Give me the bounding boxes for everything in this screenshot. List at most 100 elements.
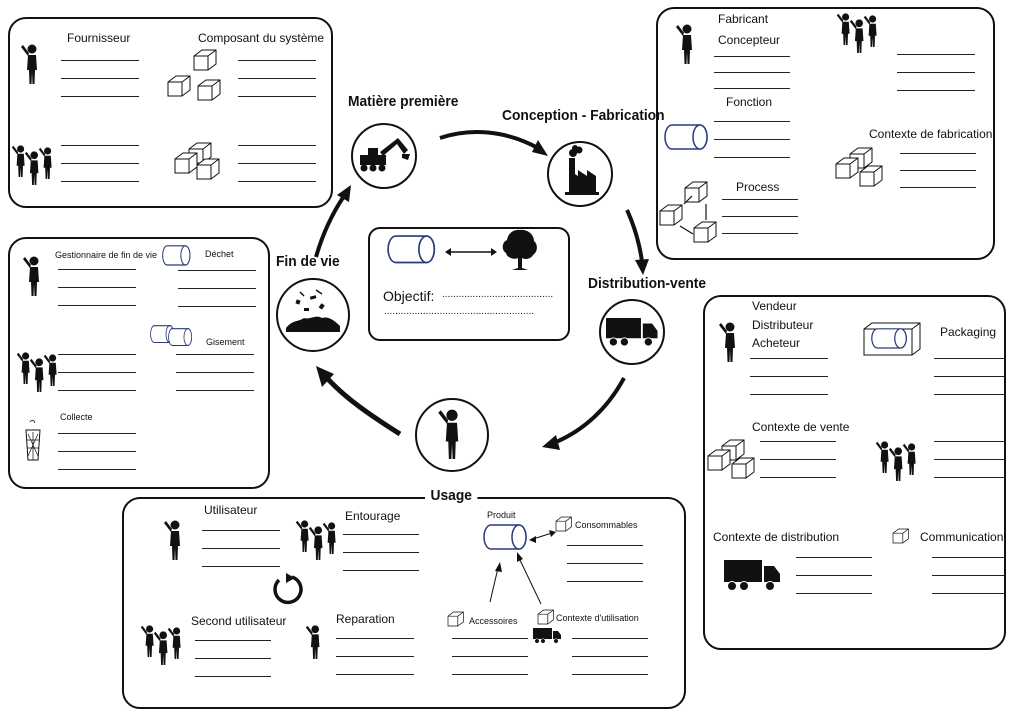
- blank-line: [336, 674, 414, 675]
- vendeur-label: Vendeur: [752, 299, 797, 313]
- blank-line: [238, 181, 316, 182]
- distributeur-label: Distributeur: [752, 318, 814, 332]
- blank-line: [178, 288, 256, 289]
- fonction-label: Fonction: [726, 95, 773, 109]
- concepteur-label: Concepteur: [718, 33, 781, 47]
- fabricant-label: Fabricant: [718, 12, 769, 26]
- trash-bin-icon: [25, 419, 41, 461]
- blank-line: [58, 372, 136, 373]
- blank-line: [900, 170, 976, 171]
- blank-line: [452, 674, 528, 675]
- blank-line: [58, 433, 136, 434]
- blank-line: [722, 216, 798, 217]
- blank-line: [452, 656, 528, 657]
- blank-line: [58, 269, 136, 270]
- blank-line: [58, 287, 136, 288]
- blank-line: [760, 477, 836, 478]
- tree-icon: [502, 229, 537, 270]
- blank-line: [58, 390, 136, 391]
- excavator-icon: [360, 138, 410, 172]
- blank-line: [567, 581, 643, 582]
- composant-label: Composant du système: [198, 31, 325, 45]
- blank-line: [202, 566, 280, 567]
- blank-line: [452, 638, 528, 639]
- blank-line: [238, 60, 316, 61]
- blank-line: [567, 545, 643, 546]
- blank-line: [900, 153, 976, 154]
- blank-line: [572, 674, 648, 675]
- acheteur-label: Acheteur: [752, 336, 801, 350]
- matiere-box: [8, 17, 333, 208]
- blank-line: [176, 390, 254, 391]
- packaging-box-icon: [863, 322, 921, 356]
- blank-line: [202, 530, 280, 531]
- packaging-label: Packaging: [940, 325, 997, 339]
- blank-line: [750, 376, 828, 377]
- blank-line: [572, 656, 648, 657]
- second-utilisateur-label: Second utilisateur: [191, 614, 287, 628]
- distribution-circle: [599, 299, 665, 365]
- double-arrow-icon: [445, 248, 497, 256]
- blank-line: [932, 557, 1004, 558]
- blank-line: [897, 90, 975, 91]
- fin-de-vie-circle: [276, 278, 350, 352]
- conception-label: Conception - Fabrication: [502, 107, 665, 124]
- blank-line: [178, 306, 256, 307]
- usage-circle: [415, 398, 489, 472]
- blank-line: [238, 163, 316, 164]
- utilisateur-label: Utilisateur: [204, 503, 258, 517]
- blank-line: [176, 372, 254, 373]
- contexte-fabrication-label: Contexte de fabrication: [869, 127, 993, 141]
- blank-line: [796, 557, 872, 558]
- usage-label: Usage: [425, 487, 478, 505]
- blank-line: [238, 145, 316, 146]
- conception-circle: [547, 141, 613, 207]
- produit-label: Produit: [487, 510, 516, 520]
- objectif-label: Objectif:: [383, 288, 435, 304]
- blank-line: [750, 358, 828, 359]
- reparation-label: Reparation: [336, 612, 395, 626]
- blank-line: [900, 187, 976, 188]
- blank-line: [932, 575, 1004, 576]
- blank-line: [796, 593, 872, 594]
- factory-icon: [565, 145, 599, 195]
- blank-line: [714, 157, 790, 158]
- blank-line: [176, 354, 254, 355]
- blank-line: [934, 441, 1004, 442]
- blank-line: [195, 658, 271, 659]
- blank-line: [714, 139, 790, 140]
- blank-line: [714, 72, 790, 73]
- blank-line: [178, 270, 256, 271]
- gisement-label: Gisement: [206, 337, 245, 347]
- usage-box: [122, 497, 686, 709]
- collecte-label: Collecte: [60, 412, 93, 422]
- blank-line: [760, 441, 836, 442]
- blank-line: [934, 477, 1004, 478]
- blank-line: [195, 676, 271, 677]
- blank-line: [61, 163, 139, 164]
- entourage-label: Entourage: [345, 509, 401, 523]
- blank-line: [61, 181, 139, 182]
- blank-line: [897, 54, 975, 55]
- blank-line: [61, 96, 139, 97]
- blank-line: [336, 656, 414, 657]
- blank-line: [932, 593, 1004, 594]
- fin-de-vie-label: Fin de vie: [276, 253, 340, 270]
- contexte-distribution-label: Contexte de distribution: [713, 530, 840, 544]
- dechet-label: Déchet: [205, 249, 234, 259]
- blank-line: [61, 60, 139, 61]
- blank-line: [202, 548, 280, 549]
- blank-line: [934, 394, 1004, 395]
- matiere-premiere-circle: [351, 123, 417, 189]
- blank-line: [714, 121, 790, 122]
- landfill-icon: [286, 289, 340, 332]
- blank-line: [750, 394, 828, 395]
- blank-line: [58, 469, 136, 470]
- blank-line: [722, 199, 798, 200]
- blank-line: [934, 376, 1004, 377]
- contexte-utilisation-label: Contexte d'utilisation: [556, 613, 639, 623]
- blank-line: [897, 72, 975, 73]
- blank-line: [934, 459, 1004, 460]
- blank-line: [796, 575, 872, 576]
